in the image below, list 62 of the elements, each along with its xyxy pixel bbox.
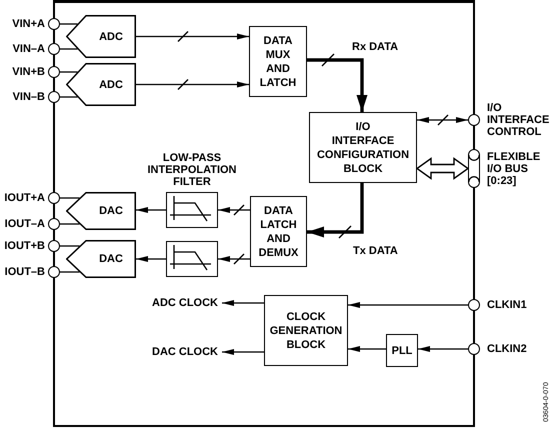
signal-arrow (417, 117, 468, 123)
pin-label: IOUT–A (4, 218, 45, 230)
process-box (386, 334, 418, 367)
block-label: DAC (99, 205, 123, 217)
chip-outline (53, 0, 475, 427)
edge-label: Tx DATA (353, 245, 398, 257)
process-box (250, 196, 307, 267)
pin-label: IOUT–B (4, 266, 45, 278)
signal-arrow (307, 183, 364, 238)
signal-arrow (218, 207, 250, 213)
pin-label: VIN–B (12, 91, 45, 103)
signal-label: ADC CLOCK (144, 297, 218, 310)
edge-label: Rx DATA (352, 41, 398, 53)
pin-label: VIN+A (12, 18, 45, 30)
block-label: ADC (99, 30, 123, 42)
process-box (249, 26, 307, 97)
signal-arrow (136, 82, 249, 88)
connector-line (60, 71, 78, 73)
converter-block (66, 192, 136, 230)
block-label: ADC (99, 78, 123, 90)
pin-label: FLEXIBLE I/O BUS [0:23] (487, 150, 542, 186)
pin-label: CLKIN1 (487, 299, 528, 311)
process-box (264, 295, 348, 366)
connector-line (60, 48, 78, 50)
block-label: CLOCK GENERATION BLOCK (270, 310, 342, 352)
signal-arrow (218, 256, 250, 262)
connector-line (60, 245, 80, 247)
converter-block (66, 240, 136, 278)
block-label: I/O INTERFACE CONFIGURATION BLOCK (316, 120, 410, 176)
converter-block (66, 63, 136, 106)
filter-block (166, 192, 218, 228)
filter-heading: LOW-PASS INTERPOLATION FILTER (146, 152, 238, 188)
connector-line (60, 23, 78, 25)
block-label: DAC (99, 253, 123, 265)
signal-arrow (222, 300, 264, 306)
process-box (309, 112, 417, 183)
signal-arrow (348, 346, 386, 352)
filter-block (166, 241, 218, 277)
signal-arrow (136, 34, 249, 40)
pin-label: CLKIN2 (487, 343, 528, 355)
signal-arrow (136, 207, 166, 213)
signal-label: DAC CLOCK (144, 346, 218, 359)
signal-arrow (418, 346, 468, 352)
pin-label: VIN–A (12, 43, 45, 55)
converter-block (66, 15, 136, 58)
connector-line (60, 271, 80, 273)
pin-label: VIN+B (12, 66, 45, 78)
signal-arrow (222, 349, 264, 355)
signal-arrow (307, 58, 368, 112)
connector-line (60, 223, 80, 225)
pin-label: I/O INTERFACE CONTROL (487, 102, 550, 138)
block-label: DATA MUX AND LATCH (260, 34, 296, 90)
bus-arrow (416, 157, 470, 180)
pin-label: IOUT+B (4, 240, 45, 252)
block-label: DATA LATCH AND DEMUX (258, 204, 298, 260)
signal-arrow (136, 256, 166, 262)
connector-line (60, 96, 78, 98)
connector-line (60, 197, 80, 199)
signal-arrow (348, 302, 468, 308)
pin-label: IOUT+A (4, 192, 45, 204)
block-label: PLL (392, 344, 412, 358)
bus-pin-capsule (468, 149, 480, 188)
